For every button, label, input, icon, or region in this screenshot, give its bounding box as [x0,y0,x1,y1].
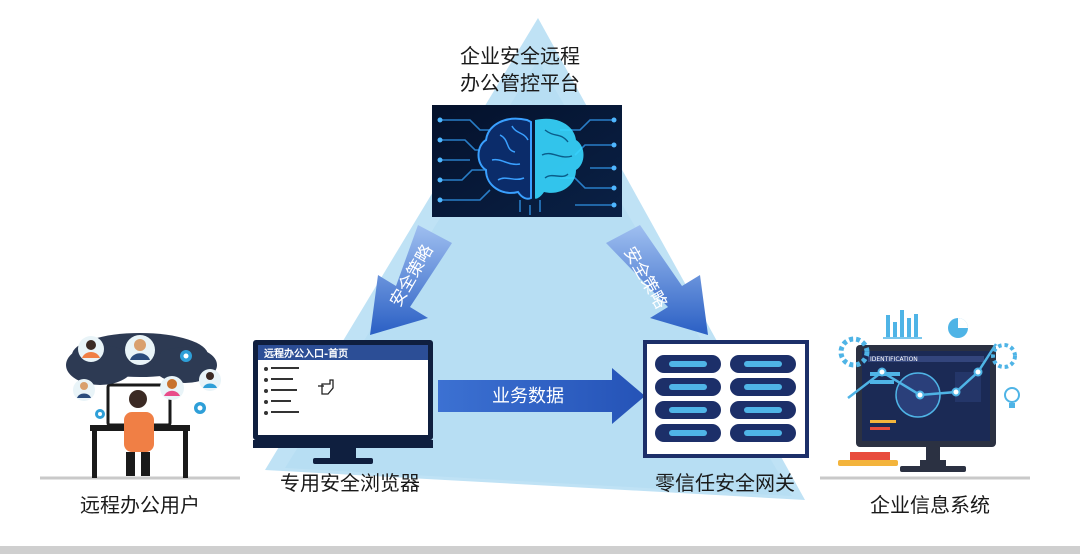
lightbulb-icon [1004,387,1020,408]
platform-title-line1: 企业安全远程 [460,44,580,68]
chain-link-highlight [669,407,707,413]
chain-link-highlight [744,407,782,413]
chain-link-highlight [669,361,707,367]
pie-chart-icon [948,318,968,338]
zero-trust-gateway-label: 零信任安全网关 [655,471,795,495]
chain-link-highlight [744,384,782,390]
hand-cursor-icon [318,379,334,395]
enterprise-system-label: 企业信息系统 [870,493,990,517]
brain-circuit-image [432,105,622,217]
security-policy-arrow-left [370,225,452,335]
secure-browser-label: 专用安全浏览器 [280,471,420,495]
chain-link-highlight [669,430,707,436]
enterprise-system-illustration [820,310,1030,480]
bottom-divider [0,546,1080,554]
platform-title: 企业安全远程 办公管控平台 [420,43,620,97]
remote-user-label: 远程办公用户 [80,493,200,517]
secure-browser-monitor [253,340,433,464]
business-data-label: 业务数据 [492,386,564,407]
chain-link-highlight [744,430,782,436]
browser-header-bar [258,345,428,360]
chain-link-highlight [744,361,782,367]
browser-header-text: 远程办公入口-首页 [264,347,348,360]
gear-icon [838,336,1017,369]
platform-title-line2: 办公管控平台 [460,71,580,95]
chain-link-highlight [669,384,707,390]
gear-icon [95,350,206,419]
security-policy-arrow-right [606,225,708,335]
zero-trust-gateway-chain [643,340,809,458]
business-data-arrow [438,368,645,424]
system-screen-header: IDENTIFICATION [870,356,918,363]
remote-user-illustration [40,333,240,480]
